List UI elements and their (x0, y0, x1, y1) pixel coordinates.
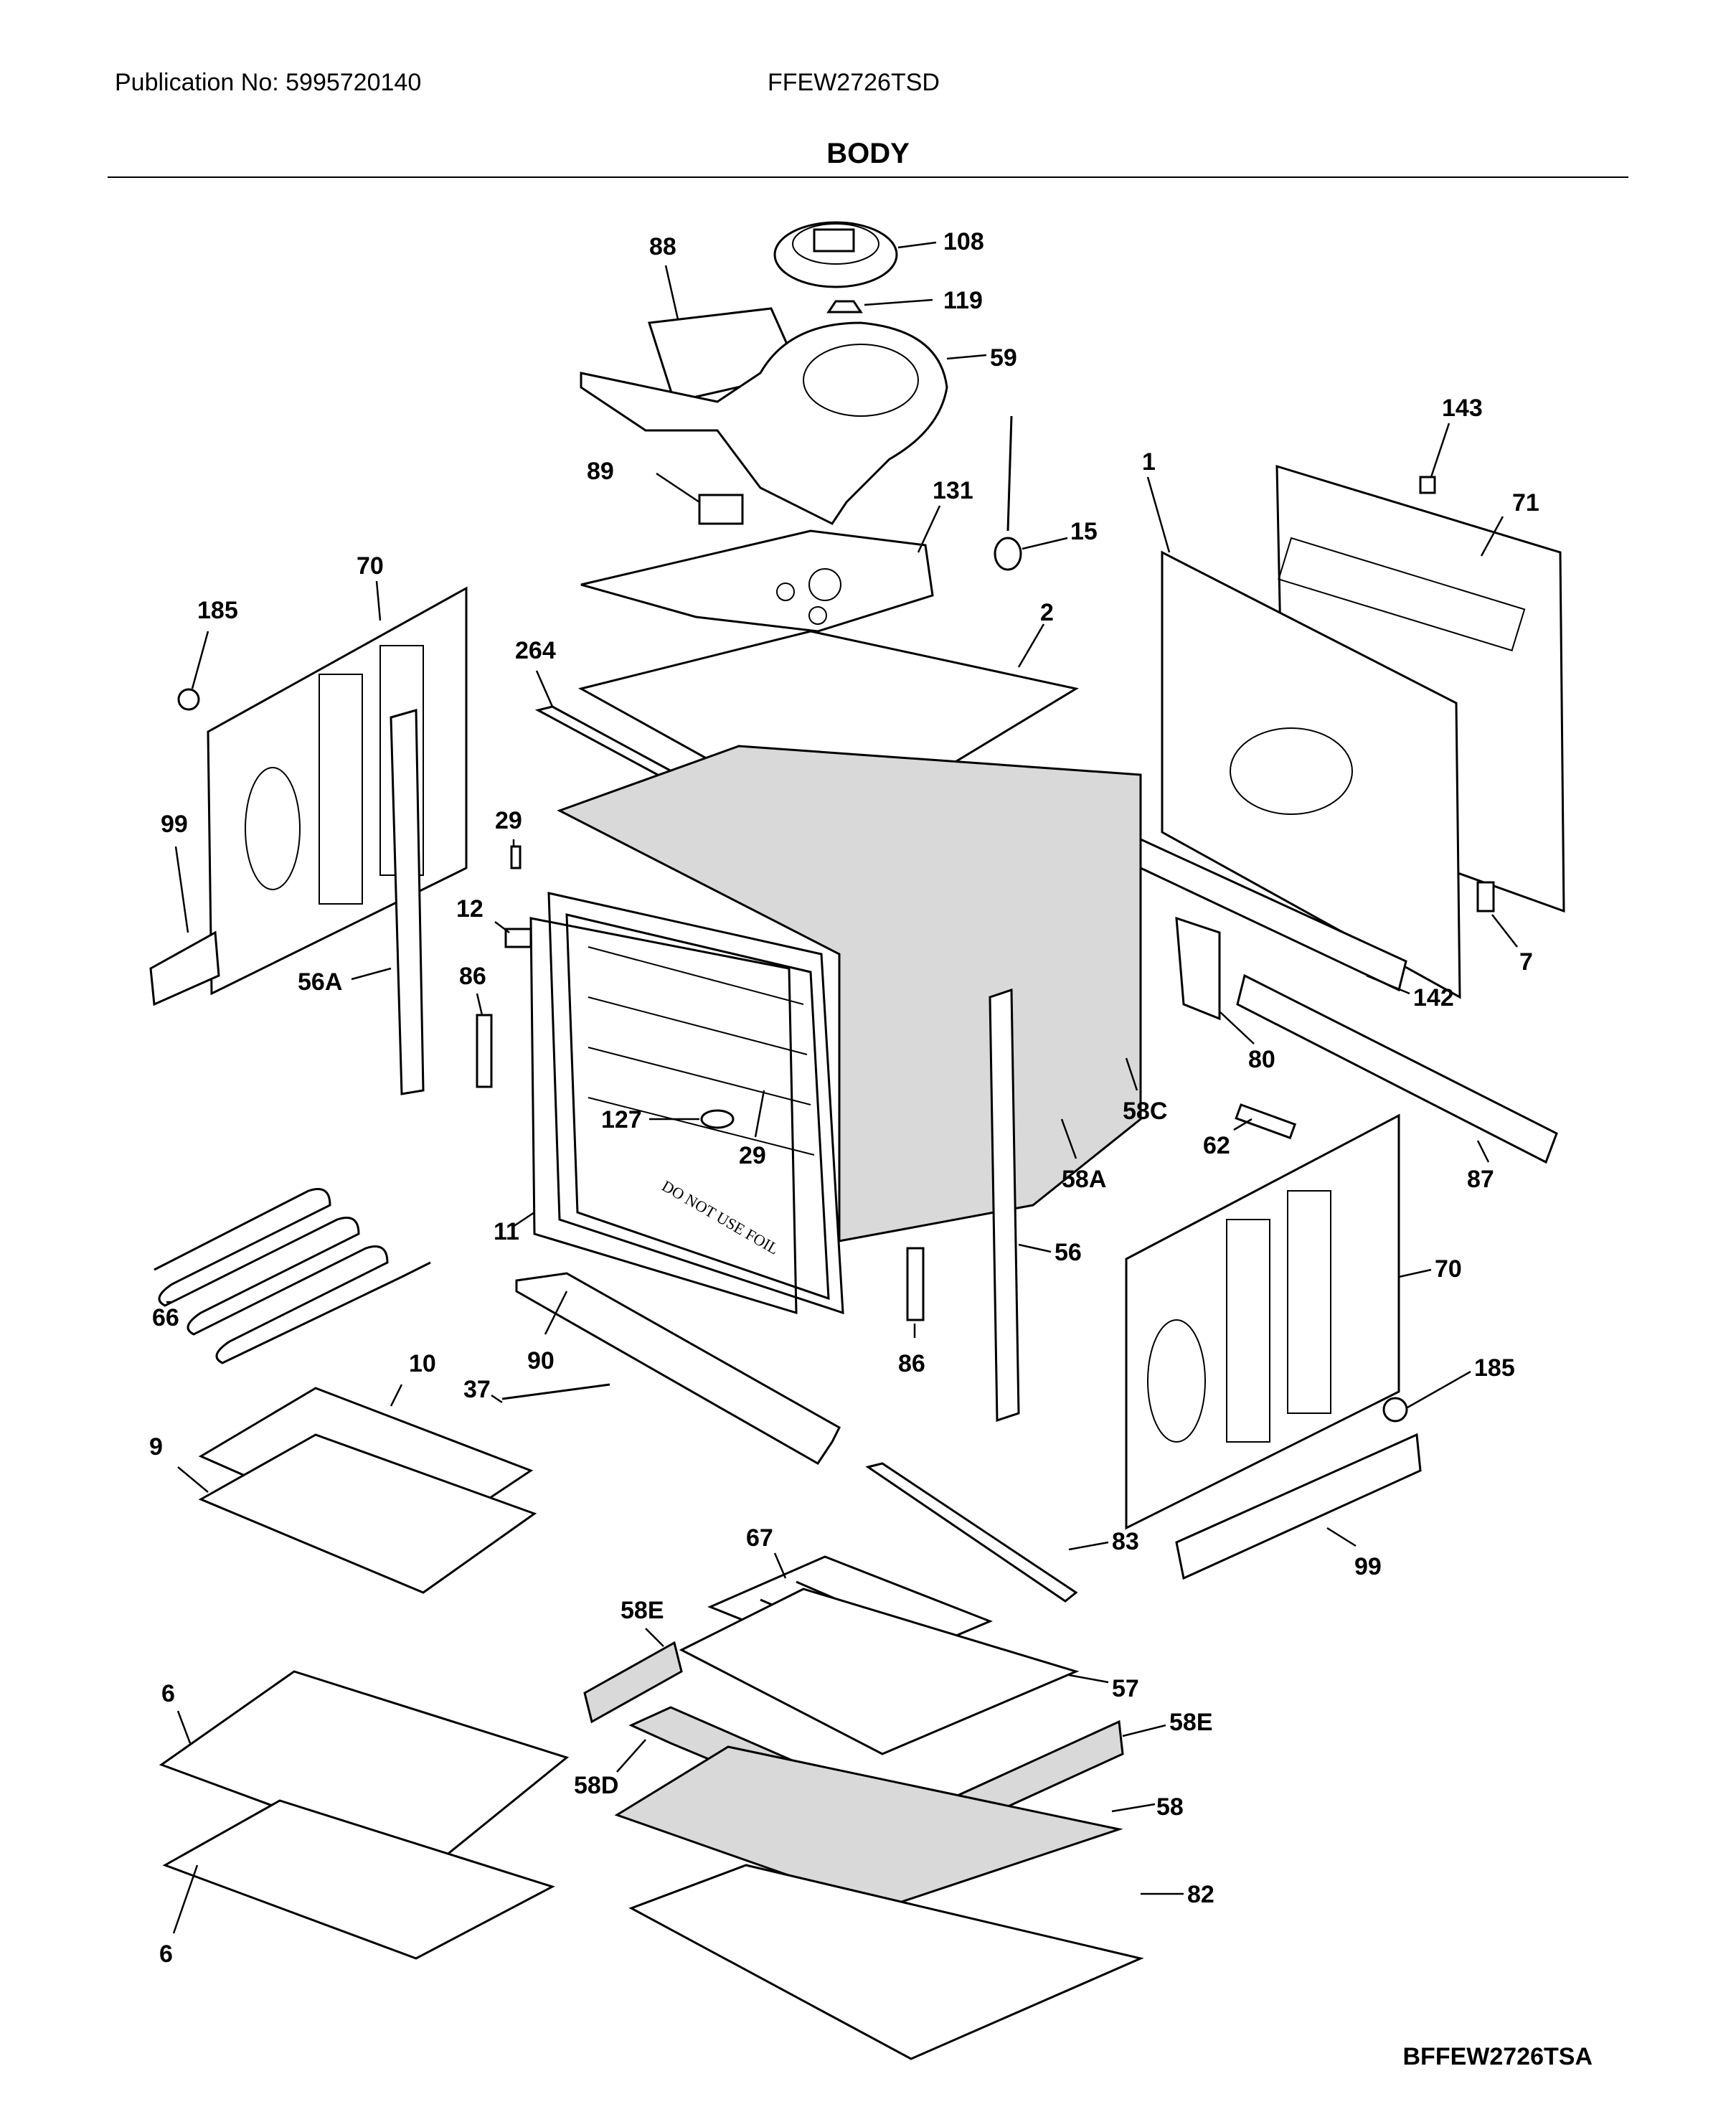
part-185-plug-left (177, 631, 209, 711)
part-119-bracket (826, 298, 933, 313)
part-142-rear-rail (1139, 837, 1410, 995)
part-29-screw-top (510, 839, 522, 869)
callout-6-upper: 6 (161, 1680, 175, 1707)
callout-143: 143 (1442, 395, 1483, 422)
part-9-broil-pan (177, 1433, 537, 1594)
part-70-right-side-panel (1125, 1113, 1432, 1530)
part-1-back-panel (1146, 476, 1461, 999)
callout-99-left: 99 (161, 811, 188, 838)
callout-6-lower: 6 (159, 1940, 173, 1968)
part-58C-insulation (1125, 1057, 1138, 1091)
callout-142: 142 (1413, 984, 1454, 1011)
callout-71: 71 (1512, 489, 1539, 517)
callout-83: 83 (1112, 1528, 1139, 1555)
callout-89: 89 (587, 458, 614, 485)
callout-56A: 56A (298, 968, 342, 996)
callout-58D: 58D (574, 1772, 618, 1799)
callout-131: 131 (933, 477, 973, 504)
callout-108: 108 (943, 228, 984, 255)
header-rule (108, 176, 1628, 178)
callout-37: 37 (463, 1376, 491, 1403)
part-89-limit-switch (656, 472, 744, 525)
part-80-bracket (1175, 916, 1255, 1044)
callout-66: 66 (152, 1304, 179, 1331)
callout-59: 59 (990, 344, 1017, 372)
part-15-sensor-probe (994, 415, 1068, 571)
callout-80: 80 (1248, 1046, 1275, 1073)
callout-86-left: 86 (459, 963, 486, 990)
callout-2: 2 (1040, 599, 1054, 626)
part-99-left-rail (149, 846, 220, 1006)
callout-58E-right: 58E (1169, 1709, 1213, 1736)
part-86-left-hinge-receiver (476, 993, 493, 1088)
callout-70-right: 70 (1435, 1255, 1462, 1283)
diagram-code: BFFEW2726TSA (1402, 2043, 1593, 2070)
part-99-right-rail (1175, 1433, 1422, 1580)
part-83-element-bracket (865, 1462, 1109, 1603)
callout-58C: 58C (1123, 1098, 1167, 1125)
callout-67: 67 (746, 1524, 773, 1552)
part-62-terminal-block (1233, 1103, 1297, 1140)
part-57-element-tray (679, 1588, 1109, 1755)
callout-87: 87 (1467, 1166, 1494, 1193)
callout-1: 1 (1142, 448, 1156, 476)
callout-15: 15 (1070, 518, 1098, 545)
part-86-right-hinge-receiver (906, 1247, 925, 1338)
part-29-screw-light (754, 1090, 765, 1138)
part-58E-insulation-left (583, 1628, 683, 1724)
part-185-plug-right (1382, 1370, 1471, 1423)
callout-127: 127 (601, 1106, 642, 1133)
part-70-left-side-panel (207, 580, 468, 996)
model-number: FFEW2726TSD (768, 69, 940, 96)
part-58A-insulation (1060, 1118, 1077, 1159)
part-56-right-channel (989, 988, 1052, 1423)
callout-264: 264 (515, 637, 556, 664)
part-12-light-socket (494, 921, 532, 948)
callout-29-light: 29 (739, 1142, 766, 1169)
part-87-rail (1236, 973, 1558, 1164)
callout-62: 62 (1203, 1132, 1230, 1159)
callout-86-right: 86 (898, 1350, 925, 1377)
callout-58A: 58A (1062, 1166, 1106, 1193)
part-108-convection-motor (773, 221, 937, 288)
part-90-front-trim (515, 1272, 841, 1465)
part-6-oven-rack-lower (162, 1799, 555, 1960)
callout-70-left: 70 (357, 552, 384, 580)
part-59-shroud (580, 321, 987, 525)
part-66-broil-element (154, 1188, 431, 1364)
callout-119: 119 (943, 287, 983, 314)
callout-185-right: 185 (1474, 1354, 1515, 1382)
callout-90: 90 (527, 1347, 555, 1374)
callout-10: 10 (409, 1350, 436, 1377)
callout-82: 82 (1187, 1881, 1214, 1908)
callout-88: 88 (649, 233, 676, 260)
callout-58: 58 (1156, 1793, 1184, 1821)
part-37-sensor (491, 1383, 610, 1404)
callout-12: 12 (456, 895, 483, 923)
part-131-baffle (580, 505, 941, 633)
callout-185-left: 185 (197, 597, 238, 624)
callout-7: 7 (1519, 948, 1533, 976)
oven-cavity: DO NOT USE FOIL (547, 745, 1142, 1315)
callout-57: 57 (1112, 1675, 1139, 1702)
publication-number: Publication No: 5995720140 (115, 69, 422, 96)
callout-58E-left: 58E (621, 1597, 664, 1624)
callout-99-right: 99 (1354, 1553, 1382, 1580)
callout-29-top: 29 (495, 807, 522, 834)
part-7-bracket (1476, 881, 1518, 948)
part-82-bottom-panel (628, 1864, 1184, 2060)
part-143-clip (1419, 423, 1450, 494)
part-56A-left-channel (351, 709, 425, 1095)
callout-9: 9 (149, 1433, 163, 1461)
callout-56: 56 (1055, 1239, 1082, 1266)
section-title: BODY (826, 138, 910, 169)
callout-11: 11 (494, 1218, 519, 1245)
part-11-door-gasket (512, 917, 798, 1315)
